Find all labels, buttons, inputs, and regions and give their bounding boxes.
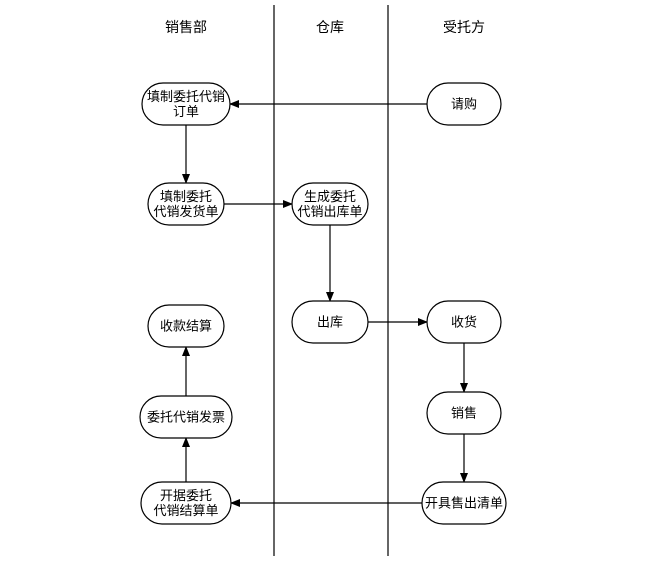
lane-header-warehouse: 仓库: [316, 20, 344, 36]
node-label: 请购: [451, 97, 477, 113]
node-label: 委托代销发票: [147, 410, 225, 426]
node-box: [147, 304, 225, 348]
process-node-consign-invoice: 委托代销发票: [139, 395, 233, 439]
node-box: [147, 182, 225, 226]
node-label: 代销出库单: [297, 204, 362, 220]
node-box: [140, 481, 232, 525]
process-node-purchase-request: 请购: [426, 82, 502, 126]
node-label: 出库: [317, 315, 343, 331]
node-box: [421, 481, 507, 525]
node-label: 填制委托代销: [147, 90, 225, 105]
node-label: 开具售出清单: [425, 496, 503, 512]
node-label: 销售: [451, 406, 477, 422]
node-box: [141, 82, 231, 126]
lane-dividers: [273, 5, 389, 556]
node-label: 代销发货单: [153, 204, 218, 220]
nodes: 请购填制委托代销订单填制委托代销发货单生成委托代销出库单出库收货销售开具售出清单…: [139, 82, 507, 525]
lane-header-sales: 销售部: [165, 20, 207, 36]
process-node-outbound: 出库: [291, 300, 369, 344]
process-node-receive-goods: 收货: [426, 300, 502, 344]
node-label: 填制委托: [160, 190, 212, 205]
node-box: [426, 82, 502, 126]
node-box: [291, 182, 369, 226]
node-box: [426, 300, 502, 344]
node-box: [291, 300, 369, 344]
node-label: 开据委托: [160, 489, 212, 504]
node-label: 生成委托: [304, 190, 356, 205]
node-box: [426, 391, 502, 435]
lane-header-consignee: 受托方: [443, 20, 485, 36]
node-box: [139, 395, 233, 439]
lane-headers: 销售部 仓库 受托方: [165, 20, 485, 36]
edges: [182, 100, 468, 507]
node-label: 收货: [451, 315, 477, 331]
process-node-collect-settle: 收款结算: [147, 304, 225, 348]
node-label: 订单: [173, 105, 199, 120]
node-label: 收款结算: [160, 320, 212, 335]
node-label: 代销结算单: [153, 504, 218, 519]
process-node-issue-sales-list: 开具售出清单: [421, 481, 507, 525]
process-node-sell: 销售: [426, 391, 502, 435]
